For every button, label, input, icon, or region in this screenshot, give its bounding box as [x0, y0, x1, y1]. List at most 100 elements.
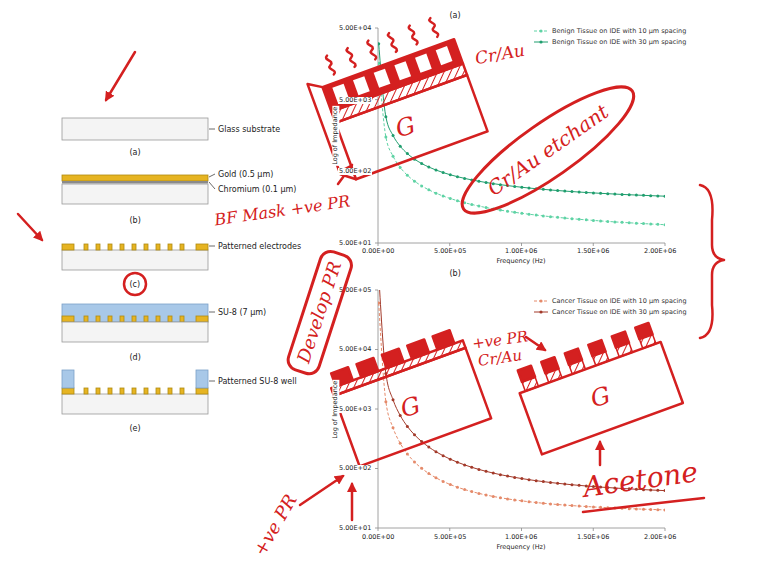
- series-marker: [606, 220, 609, 223]
- wafer-sketch: [408, 25, 418, 45]
- electrode: [180, 388, 184, 394]
- impedance-chart: [375, 28, 667, 246]
- panel-label: (b): [450, 269, 461, 278]
- wafer-sketch: [436, 46, 453, 65]
- y-axis: [378, 28, 379, 243]
- series-marker: [642, 194, 645, 197]
- wafer-sketch: [332, 46, 452, 103]
- wafer-sketch: [518, 366, 535, 382]
- tick-mark: [375, 409, 378, 410]
- series-marker: [499, 473, 502, 476]
- series-marker: [392, 134, 395, 137]
- wafer-sketch: [331, 340, 465, 395]
- wafer-sketch: [522, 334, 656, 391]
- electrode: [62, 244, 208, 250]
- handwritten-note: Acetone: [581, 456, 700, 504]
- series-marker: [599, 506, 602, 509]
- tick-mark: [593, 528, 594, 531]
- electrode: [168, 244, 172, 250]
- step-label: (c): [130, 280, 141, 289]
- series-marker: [642, 222, 645, 225]
- series-marker: [499, 209, 502, 212]
- wafer-sketch: [325, 55, 335, 75]
- wafer-sketch: [520, 342, 683, 454]
- series-marker: [578, 218, 581, 221]
- series-marker: [556, 482, 559, 485]
- glass-substrate: [62, 184, 208, 204]
- series-marker: [399, 145, 402, 148]
- legend-text: Benign Tissue on IDE with 30 µm spacing: [552, 38, 686, 46]
- axis-tick: 0.00E+00: [362, 534, 394, 541]
- legend-sample: [533, 308, 549, 316]
- series-marker: [399, 414, 402, 417]
- wafer-sketch: [301, 13, 488, 184]
- series-marker: [378, 42, 380, 45]
- electrode: [156, 244, 160, 250]
- series-marker: [477, 492, 480, 495]
- wafer-sketch: [635, 323, 652, 339]
- ink-arrow: [18, 214, 42, 240]
- series-marker: [449, 458, 452, 461]
- series-marker: [635, 507, 638, 510]
- electrode: [144, 316, 148, 322]
- series-marker: [656, 508, 659, 511]
- series-marker: [392, 398, 395, 401]
- electrode: [132, 388, 136, 394]
- legend-sample: [539, 299, 542, 302]
- electrode: [144, 244, 148, 250]
- electrode: [180, 244, 184, 250]
- series-marker: [520, 499, 523, 502]
- leader-line: [209, 129, 215, 130]
- series-marker: [442, 454, 445, 457]
- process-diagram: [62, 118, 215, 414]
- series-marker: [556, 503, 559, 506]
- wafer-sketch: [323, 39, 463, 111]
- series-marker: [406, 152, 409, 155]
- series-marker: [556, 189, 559, 192]
- series-marker: [549, 481, 552, 484]
- series-marker: [477, 180, 480, 183]
- wafer-sketch: [415, 54, 432, 73]
- wafer-sketch: [387, 33, 397, 53]
- series-marker: [635, 194, 638, 197]
- series-marker: [456, 486, 459, 489]
- series-marker: [585, 505, 588, 508]
- series-marker: [649, 222, 652, 225]
- etch-step-ellipse: Cr/Au etchant: [445, 66, 650, 234]
- layer-label: Chromium (0.1 µm): [218, 185, 296, 194]
- series-marker: [563, 190, 566, 193]
- ellipse-outline: [448, 69, 648, 231]
- wafer-sketch: [512, 321, 683, 454]
- series-marker: [442, 171, 445, 174]
- axis-tick: 5.00E+05: [434, 248, 466, 255]
- series-marker: [570, 190, 573, 193]
- electrode: [180, 316, 184, 322]
- wafer-sketch: [565, 349, 582, 365]
- series-marker: [535, 479, 538, 482]
- step-label: (d): [130, 353, 141, 362]
- legend-sample: [539, 40, 542, 43]
- leader-line: [209, 246, 215, 247]
- series-marker: [513, 476, 516, 479]
- series-marker: [578, 484, 581, 487]
- axis-tick: 1.00E+06: [505, 248, 537, 255]
- axis-tick: 5.00E+04: [338, 346, 372, 353]
- electrode: [156, 388, 160, 394]
- legend-sample: [539, 29, 542, 32]
- leader-line: [209, 381, 215, 382]
- series-marker: [463, 177, 466, 180]
- electrode: [144, 388, 148, 394]
- electrode: [84, 316, 88, 322]
- series-marker: [384, 400, 387, 403]
- series-marker: [506, 210, 509, 213]
- gold-layer: [62, 175, 208, 181]
- electrode: [168, 316, 172, 322]
- series-marker: [528, 187, 531, 190]
- series-marker: [570, 504, 573, 507]
- electrode: [62, 316, 74, 322]
- series-marker: [578, 191, 581, 194]
- handwritten-note: Cr/Au: [474, 41, 527, 69]
- series-marker: [642, 508, 645, 511]
- annotation-ink: [18, 13, 724, 520]
